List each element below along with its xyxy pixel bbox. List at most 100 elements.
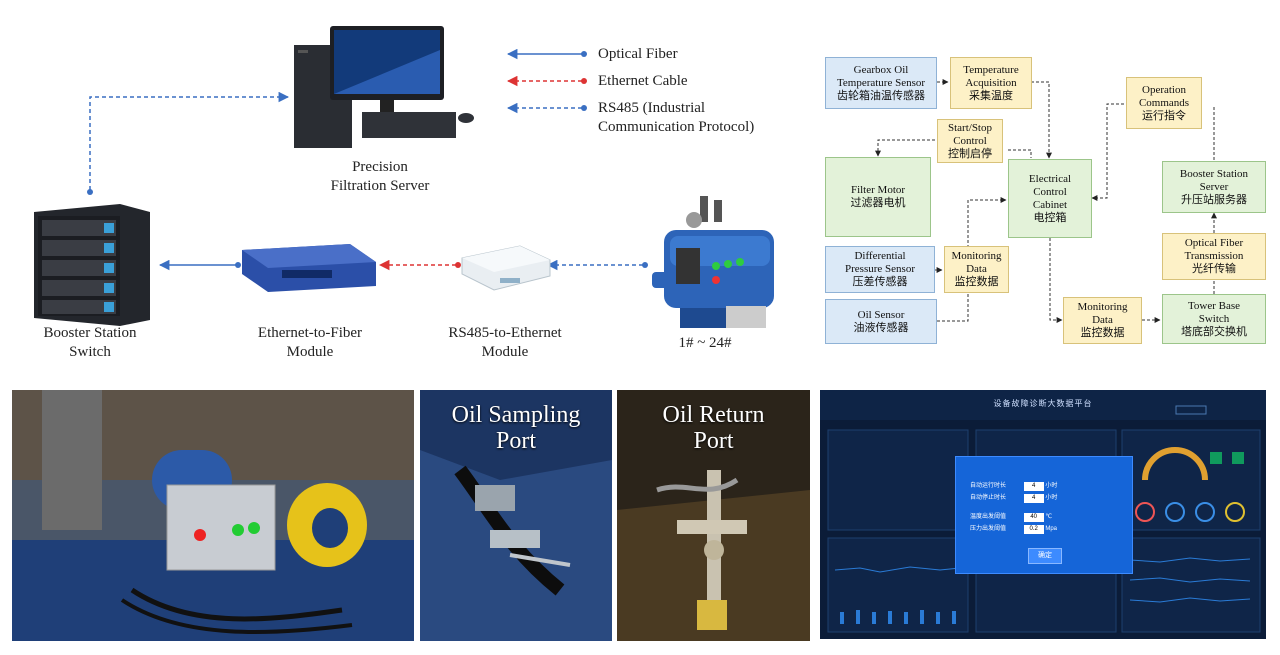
server-computer-icon: [294, 26, 474, 148]
eth-fiber-label-line2: Module: [286, 344, 334, 360]
row2-unit: 小时: [1045, 495, 1058, 501]
start-stop-line1: Start/Stop: [947, 121, 992, 134]
topology-connections: [34, 26, 774, 328]
dashboard-title: 设备故障诊断大数据平台: [993, 399, 1093, 408]
row4-unit: Mpa: [1045, 526, 1058, 532]
row4-label: 压力出发阈值: [970, 526, 1007, 532]
sampling-title-line2: Port: [495, 428, 536, 454]
server-label-line1: Precision: [352, 159, 408, 175]
rs485-eth-label-line1: RS485-to-Ethernet: [448, 325, 562, 341]
eth-fiber-label: Ethernet-to-Fiber Module: [225, 324, 395, 362]
photo-oil-return: Oil Return Port: [617, 390, 810, 641]
legend-rs485-line2: Communication Protocol): [598, 119, 755, 135]
installation-illustration: [12, 390, 414, 641]
booster-server-line3: 升压站服务器: [1181, 193, 1247, 206]
confirm-button[interactable]: 确定: [1028, 548, 1062, 564]
box-monitoring-data-2: Monitoring Data 监控数据: [1063, 297, 1142, 344]
row3-label: 温度出发阈值: [970, 514, 1007, 520]
op-cmd-line3: 运行指令: [1142, 109, 1186, 122]
box-tower-switch: Tower Base Switch 塔底部交换机: [1162, 294, 1266, 344]
tower-switch-line2: Switch: [1198, 312, 1230, 325]
legend-ethernet-label: Ethernet Cable: [598, 73, 688, 89]
oil-sensor-line2: 油液传感器: [853, 321, 909, 334]
monitor2-line1: Monitoring: [1077, 301, 1128, 313]
server-label: Precision Filtration Server: [300, 158, 460, 196]
dialog-row-4: 压力出发阈值 0.2 Mpa: [970, 525, 1130, 534]
switch-label-line1: Booster Station: [43, 325, 137, 341]
diff-sensor-line2: Pressure Sensor: [845, 263, 915, 275]
row3-unit: ℃: [1045, 514, 1053, 520]
rs485-eth-label: RS485-to-Ethernet Module: [420, 324, 590, 362]
box-temp-acquisition: Temperature Acquisition 采集温度: [950, 57, 1032, 109]
dialog-row-2: 自动停止时长 4 小时: [970, 494, 1130, 503]
legend-fiber-dot: [581, 51, 587, 57]
row1-unit: 小时: [1045, 483, 1058, 489]
switch-label-line2: Switch: [69, 344, 111, 360]
row1-label: 自动运行时长: [970, 483, 1007, 489]
temp-acq-line1: Temperature: [963, 63, 1019, 76]
diff-sensor-line1: Differential: [854, 250, 906, 262]
box-start-stop: Start/Stop Control 控制启停: [937, 119, 1003, 163]
monitor1-line2: Data: [966, 263, 987, 275]
op-cmd-line2: Commands: [1138, 96, 1190, 109]
rs485-eth-label-line2: Module: [481, 344, 529, 360]
cabinet-line2: Control: [1033, 185, 1067, 198]
fiber-trans-line2: Transmission: [1184, 250, 1244, 262]
box-control-cabinet: Electrical Control Cabinet 电控箱: [1008, 159, 1092, 238]
row3-input[interactable]: 40: [1023, 513, 1044, 522]
return-illustration: [617, 390, 810, 641]
monitor1-line1: Monitoring: [951, 250, 1002, 262]
monitor1-line3: 监控数据: [954, 276, 999, 288]
tower-switch-line3: 塔底部交换机: [1181, 325, 1247, 338]
fiber-trans-line1: Optical Fiber: [1184, 237, 1244, 249]
cabinet-line1: Electrical: [1028, 172, 1072, 185]
legend-ethernet-dot: [581, 78, 587, 84]
gearbox-sensor-line3: 齿轮箱油温传感器: [837, 89, 925, 102]
switch-label: Booster Station Switch: [10, 324, 170, 362]
op-cmd-line1: Operation: [1142, 83, 1186, 96]
dialog-row-3: 温度出发阈值 40 ℃: [970, 513, 1130, 522]
rs485-eth-module-icon: [461, 245, 551, 291]
eth-fiber-label-line1: Ethernet-to-Fiber: [257, 325, 363, 341]
row2-input[interactable]: 4: [1023, 494, 1044, 503]
legend-rs485-label: RS485 (Industrial Communication Protocol…: [598, 99, 754, 137]
photo-oil-sampling: Oil Sampling Port: [420, 390, 612, 641]
box-gearbox-sensor: Gearbox Oil Temperature Sensor 齿轮箱油温传感器: [825, 57, 937, 109]
booster-server-line2: Server: [1199, 180, 1229, 193]
sampling-illustration: [420, 390, 612, 641]
box-diff-pressure-sensor: Differential Pressure Sensor 压差传感器: [825, 246, 935, 293]
link-switch-server: [89, 91, 290, 190]
row4-input[interactable]: 0.2: [1023, 525, 1044, 534]
photo-installation: [12, 390, 414, 641]
tower-switch-line1: Tower Base: [1187, 299, 1241, 312]
gearbox-sensor-line1: Gearbox Oil: [853, 63, 909, 76]
row1-input[interactable]: 4: [1023, 482, 1044, 491]
dialog-row-1: 自动运行时长 4 小时: [970, 482, 1130, 491]
oil-sensor-line1: Oil Sensor: [857, 308, 905, 321]
return-title: Oil Return Port: [617, 402, 810, 454]
monitor2-line3: 监控数据: [1080, 327, 1125, 339]
sampling-title: Oil Sampling Port: [420, 402, 612, 454]
dashboard-screenshot: 设备故障诊断大数据平台 自动运行时长 4 小时 自动停止时长 4 小时 温度出发…: [820, 390, 1266, 639]
filter-motor-line2: 过滤器电机: [850, 197, 906, 209]
box-monitoring-data-1: Monitoring Data 监控数据: [944, 246, 1009, 293]
legend-fiber-label: Optical Fiber: [598, 46, 678, 62]
gearbox-sensor-line2: Temperature Sensor: [836, 76, 926, 89]
eth-fiber-module-icon: [242, 244, 376, 292]
legend-rs485-line1: RS485 (Industrial: [598, 100, 706, 116]
units-label: 1# ~ 24#: [678, 335, 732, 351]
temp-acq-line2: Acquisition: [965, 76, 1017, 89]
cabinet-line4: 电控箱: [1033, 211, 1067, 224]
box-booster-server: Booster Station Server 升压站服务器: [1162, 161, 1266, 213]
filter-motor-line1: Filter Motor: [850, 184, 906, 196]
monitor2-line2: Data: [1092, 314, 1113, 326]
sampling-title-line1: Oil Sampling: [451, 402, 581, 428]
return-title-line1: Oil Return: [662, 402, 765, 428]
booster-server-line1: Booster Station: [1179, 167, 1249, 180]
server-label-line2: Filtration Server: [330, 178, 430, 194]
box-filter-motor: Filter Motor 过滤器电机: [825, 157, 931, 237]
settings-dialog: 自动运行时长 4 小时 自动停止时长 4 小时 温度出发阈值 40 ℃ 压力出发…: [955, 456, 1133, 574]
legend-rs485-dot: [581, 105, 587, 111]
box-operation-commands: Operation Commands 运行指令: [1126, 77, 1202, 129]
start-stop-line2: Control: [953, 134, 987, 147]
